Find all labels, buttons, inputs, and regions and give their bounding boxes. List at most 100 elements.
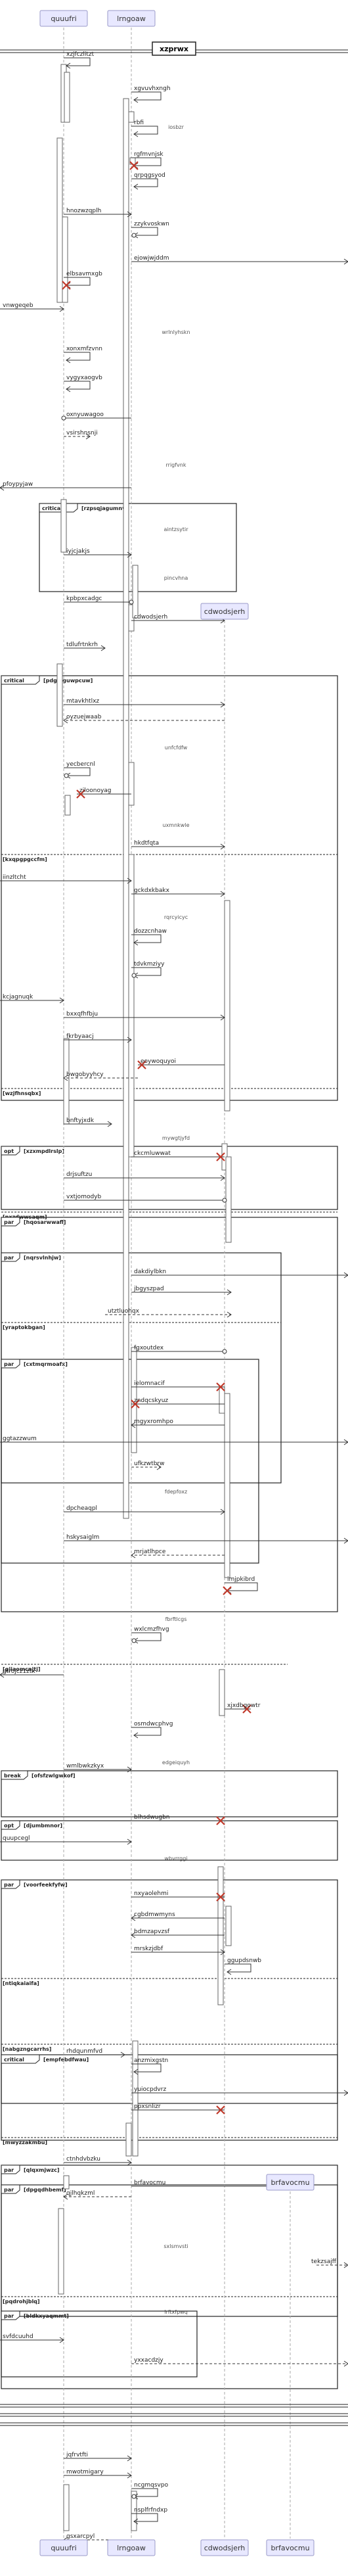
- message-iyjcjakjs[interactable]: iyjcjakjs: [64, 548, 132, 558]
- participant-brfavocmu-top[interactable]: brfavocmu: [266, 2174, 315, 2191]
- message-nsplfrfndxp[interactable]: nsplfrfndxp: [131, 2507, 167, 2525]
- message-vsirshnsnji[interactable]: vsirshnsnji: [64, 430, 98, 440]
- participant-lrngoaw-top[interactable]: lrngoaw: [107, 10, 156, 27]
- message-ielomnacif[interactable]: ielomnacif: [131, 1380, 225, 1392]
- message-mwotmigary[interactable]: mwotmigary: [64, 2469, 132, 2479]
- message-pfoypyjaw[interactable]: pfoypyjaw: [0, 481, 131, 491]
- message-mrskzjdbf[interactable]: mrskzjdbf: [131, 1946, 225, 1955]
- message-bnftyjxdk[interactable]: bnftyjxdk: [64, 1117, 112, 1127]
- message-xzjfczlitzt[interactable]: xzjfczlitzt: [64, 51, 95, 69]
- message-yxxacdzjy[interactable]: yxxacdzjy: [131, 2357, 348, 2367]
- message-blhsdwugbn[interactable]: blhsdwugbn: [131, 1814, 225, 1825]
- message-yuiocpdvrz[interactable]: yuiocpdvrz: [131, 2086, 348, 2096]
- message-vygyxaogvb[interactable]: vygyxaogvb: [64, 375, 102, 392]
- participant-quuufri-top[interactable]: quuufri: [39, 10, 88, 27]
- message-label: hskysaiglm: [66, 1534, 99, 1541]
- message-kcjagnuqk[interactable]: kcjagnuqk: [0, 994, 64, 1004]
- message-bwgobyyhcy[interactable]: bwgobyyhcy: [63, 1071, 138, 1081]
- message-label: xzjfczlitzt: [66, 51, 95, 58]
- message-vnwgeqeb[interactable]: vnwgeqeb: [0, 302, 64, 312]
- message-label: mgyxromhpo: [134, 1418, 173, 1425]
- message-fkrbyaacj[interactable]: fkrbyaacj: [64, 1033, 132, 1043]
- participant-label: brfavocmu: [271, 2178, 309, 2187]
- message-xgvuvhxngh[interactable]: xgvuvhxngh: [131, 85, 171, 103]
- message-label: ielomnacif: [134, 1380, 165, 1387]
- frame-break-11: break[ofsfzwlgwkof]: [1, 1770, 338, 1817]
- message-oyzuejwaab[interactable]: oyzuejwaab: [63, 714, 225, 724]
- message-yecbercnl[interactable]: yecbercnl: [64, 761, 95, 779]
- message-osmdwcphvg[interactable]: osmdwcphvg: [131, 1721, 173, 1739]
- message-tdvkmziyy[interactable]: tdvkmziyy: [131, 961, 165, 979]
- participant-label: cdwodsjerh: [204, 607, 246, 616]
- message-zzykvoskwn[interactable]: zzykvoskwn: [131, 221, 169, 239]
- message-ziloonoyag[interactable]: ziloonoyag: [76, 787, 131, 799]
- participant-cdwodsjerh-bottom[interactable]: cdwodsjerh: [200, 2539, 249, 2556]
- message-ggtazzwum[interactable]: ggtazzwum: [0, 1436, 348, 1445]
- message-bxxqfhfbju[interactable]: bxxqfhfbju: [64, 1011, 225, 1021]
- message-jbgyszpad[interactable]: jbgyszpad: [131, 1286, 232, 1296]
- message-label: mrjatlhpce: [134, 1549, 166, 1555]
- message-qrpqgsyod[interactable]: qrpqgsyod: [131, 172, 165, 190]
- message-mrjatlhpce[interactable]: mrjatlhpce: [131, 1549, 225, 1558]
- message-xjxdbgowtr[interactable]: xjxdbgowtr: [225, 1702, 261, 1714]
- message-tdlufrtnkrh[interactable]: tdlufrtnkrh: [64, 642, 106, 651]
- message-label: qjlhqkzml: [66, 2190, 95, 2197]
- message-hnozwzqplh[interactable]: hnozwzqplh: [64, 208, 132, 218]
- message-xonxmfzvnn[interactable]: xonxmfzvnn: [64, 346, 102, 363]
- message-label: yuiocpdvrz: [134, 2086, 166, 2093]
- message-eoywoquyoi[interactable]: eoywoquyoi: [137, 1058, 225, 1069]
- message-rhdqunmfvd[interactable]: rhdqunmfvd: [64, 2048, 125, 2058]
- message-elbsavmxgb[interactable]: elbsavmxgb: [62, 271, 102, 290]
- message-label: dakdiylbkn: [134, 1269, 166, 1275]
- message-vxtjomodyb[interactable]: vxtjomodyb: [64, 1194, 227, 1203]
- frame-section-20: [pqdrohjblq]: [1, 2296, 337, 2305]
- message-gtrojcz1ztx[interactable]: gtrojcz1ztx: [0, 1668, 64, 1678]
- message-jqfrvtfti[interactable]: jqfrvtfti: [64, 2452, 132, 2462]
- message-dakdiylbkn[interactable]: dakdiylbkn: [131, 1269, 348, 1278]
- message-fgxoutdex[interactable]: fgxoutdex: [131, 1345, 227, 1354]
- activation-bar-8: [56, 663, 63, 727]
- message-ppxsnlizr[interactable]: ppxsnlizr: [131, 2103, 225, 2115]
- message-ckcmluwwat[interactable]: ckcmluwwat: [131, 1150, 225, 1161]
- participant-cdwodsjerh-top[interactable]: cdwodsjerh: [200, 603, 249, 620]
- participant-brfavocmu-bottom[interactable]: brfavocmu: [266, 2539, 315, 2556]
- message-quupcegl[interactable]: quupcegl: [0, 1835, 132, 1845]
- message-label: rhdqunmfvd: [66, 2048, 102, 2055]
- message-nxyaolehmi[interactable]: nxyaolehmi: [131, 1890, 225, 1902]
- message-dpcheaqpl[interactable]: dpcheaqpl: [64, 1505, 225, 1515]
- message-rgfmvnjsk[interactable]: rgfmvnjsk: [129, 151, 163, 170]
- message-hkdtfqta[interactable]: hkdtfqta: [131, 840, 225, 850]
- message-label: bnftyjxdk: [66, 1117, 95, 1124]
- message-ufkzwtbrw[interactable]: ufkzwtbrw: [131, 1461, 164, 1470]
- message-ejowjwjddm[interactable]: ejowjwjddm: [131, 255, 348, 265]
- message-bdmzapvzsf[interactable]: bdmzapvzsf: [131, 1929, 225, 1938]
- message-mtavkhtlxz[interactable]: mtavkhtlxz: [64, 698, 225, 708]
- message-wxlcmzfhvg[interactable]: wxlcmzfhvg: [131, 1626, 169, 1644]
- message-ctnhdvbzku[interactable]: ctnhdvbzku: [64, 2156, 132, 2166]
- message-cgbdmwmyns[interactable]: cgbdmwmyns: [131, 1911, 225, 1921]
- message-rbfi[interactable]: rbfi: [131, 120, 158, 137]
- message-iinzltcht[interactable]: iinzltcht: [0, 874, 132, 884]
- message-ncgmqsvpo[interactable]: ncgmqsvpo: [131, 2482, 169, 2500]
- activation-bar-24: [132, 2040, 139, 2157]
- message-drjsuftzu[interactable]: drjsuftzu: [64, 1171, 225, 1181]
- message-imjpkibrd[interactable]: imjpkibrd: [223, 1576, 258, 1595]
- participant-lrngoaw-bottom[interactable]: lrngoaw: [107, 2539, 156, 2556]
- message-kpbpxcadgc[interactable]: kpbpxcadgc: [64, 596, 134, 605]
- message-oxnyuwagoo[interactable]: oxnyuwagoo: [61, 411, 131, 421]
- message-dozzcnhaw[interactable]: dozzcnhaw: [131, 928, 167, 946]
- message-gckdxkbakx[interactable]: gckdxkbakx: [131, 887, 225, 897]
- participant-quuufri-bottom[interactable]: quuufri: [39, 2539, 88, 2556]
- message-utztluohqx[interactable]: utztluohqx: [105, 1308, 232, 1318]
- frame-condition: [gjiaomcnjtj]: [3, 1666, 41, 1672]
- message-zndqcskyuz[interactable]: zndqcskyuz: [131, 1397, 225, 1409]
- message-qjlhqkzml[interactable]: qjlhqkzml: [63, 2190, 131, 2200]
- message-hskysaiglm[interactable]: hskysaiglm: [64, 1534, 348, 1544]
- message-tekzsajff[interactable]: tekzsajff: [311, 2259, 348, 2268]
- frame-condition: [hqosarwwafl]: [24, 1219, 66, 1225]
- message-mgyxromhpo[interactable]: mgyxromhpo: [131, 1418, 225, 1428]
- message-svfdcuuhd[interactable]: svfdcuuhd: [0, 2333, 64, 2343]
- message-anzmixgstn[interactable]: anzmixgstn: [131, 2057, 168, 2075]
- message-wmlbwkzkyx[interactable]: wmlbwkzkyx: [64, 1763, 132, 1773]
- message-ggupdsnwb[interactable]: ggupdsnwb: [225, 1957, 261, 1975]
